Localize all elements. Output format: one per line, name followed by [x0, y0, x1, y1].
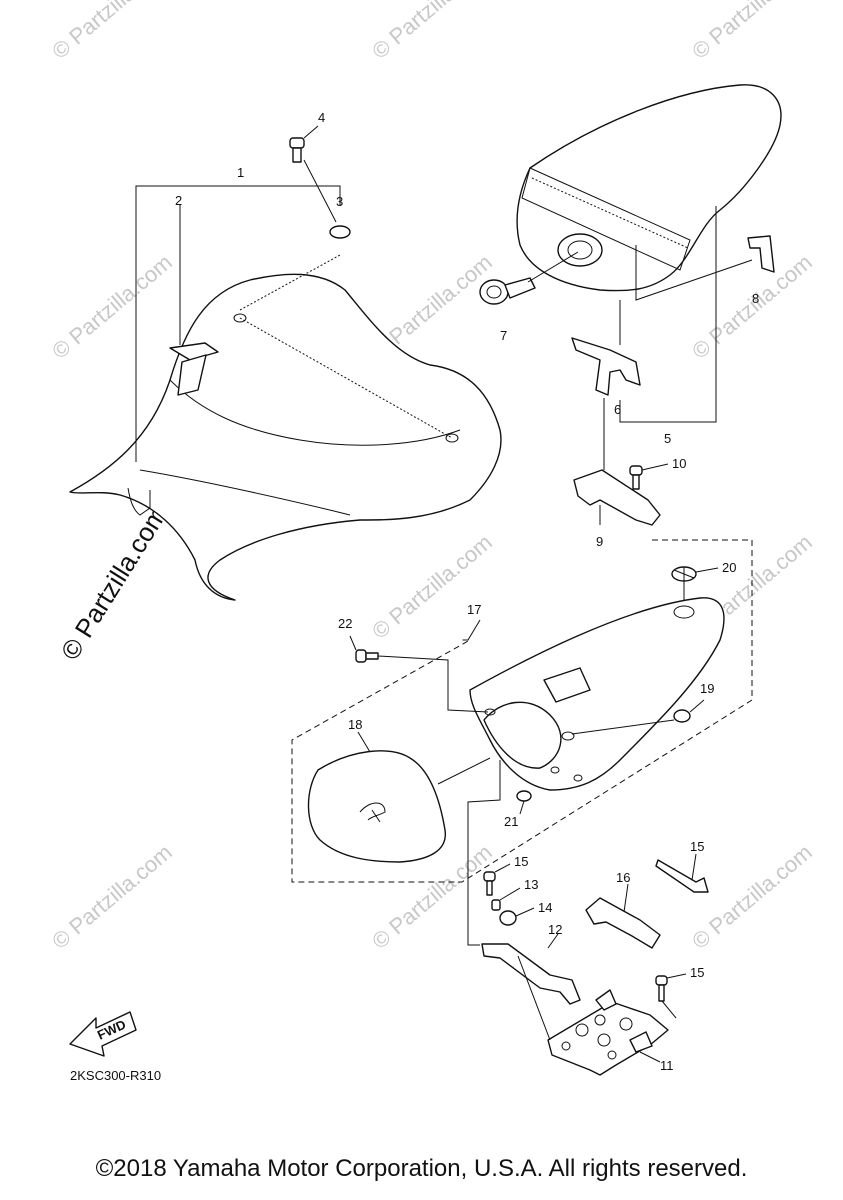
- tail-pad-part-19: [307, 750, 491, 863]
- callout-3: 3: [336, 194, 343, 209]
- bolt-part-23: [349, 635, 489, 713]
- callout-19: 18: [348, 717, 362, 732]
- callout-2: 2: [175, 193, 182, 208]
- damper-part-14: [499, 910, 517, 926]
- callout-14: 14: [538, 900, 552, 915]
- plate-part-11: [517, 955, 669, 1076]
- cable-tie-part-16: [655, 853, 709, 893]
- callout-13: 13: [524, 877, 538, 892]
- callout-20: 19: [700, 681, 714, 696]
- watermark: © Partzilla.com: [367, 529, 497, 643]
- nut-part-22: [516, 790, 532, 815]
- callout-5: 5: [664, 431, 671, 446]
- fwd-arrow-icon: FWD: [69, 1011, 137, 1057]
- bolt-part-15-lower: [655, 973, 687, 1019]
- bracket-part-9: [573, 398, 661, 526]
- callout-7: 7: [500, 328, 507, 343]
- callout-11: 11: [660, 1058, 674, 1073]
- bolt-part-10: [629, 463, 669, 490]
- hook-part-6: [571, 300, 641, 396]
- stay-part-12: [481, 933, 581, 1005]
- callout-15-lower: 15: [690, 965, 704, 980]
- leader-lower-bracket: [467, 760, 501, 946]
- callout-9: 9: [596, 534, 603, 549]
- bracket-part-1: [135, 185, 341, 462]
- callout-1: 1: [237, 165, 244, 180]
- parts-diagram: © Partzilla.com © Partzilla.com © Partzi…: [47, 0, 817, 1083]
- watermark: © Partzilla.com: [47, 0, 177, 64]
- callout-23: 22: [338, 616, 352, 631]
- nut-part-20: [571, 699, 705, 735]
- watermark: © Partzilla.com: [687, 839, 817, 953]
- watermark-large: © Partzilla.com: [55, 501, 173, 665]
- copyright-notice: ©2018 Yamaha Motor Corporation, U.S.A. A…: [95, 1155, 748, 1182]
- callout-22: 21: [504, 814, 518, 829]
- key-lock-part-7: [479, 251, 579, 305]
- clamp-part-17: [585, 883, 661, 949]
- assembly-box-part-18: [291, 539, 753, 883]
- grommet-part-3: [329, 225, 351, 239]
- watermark: © Partzilla.com: [687, 249, 817, 363]
- callout-10: 10: [672, 456, 686, 471]
- collar-part-13: [491, 899, 501, 911]
- bolt-part-15-upper: [483, 863, 511, 896]
- callout-15-upper: 15: [514, 854, 528, 869]
- bracket-part-5: [619, 206, 717, 423]
- callout-16: 15: [690, 839, 704, 854]
- callout-21: 20: [722, 560, 736, 575]
- watermark: © Partzilla.com: [687, 0, 817, 64]
- callout-12: 12: [548, 922, 562, 937]
- bolt-part-4: [289, 125, 337, 223]
- watermark: © Partzilla.com: [47, 249, 177, 363]
- callout-8: 8: [752, 291, 759, 306]
- front-seat: [69, 254, 502, 601]
- rear-cowl: [469, 597, 725, 791]
- diagram-code: 2KSC300-R310: [70, 1068, 161, 1083]
- callout-6: 6: [614, 402, 621, 417]
- watermark: © Partzilla.com: [47, 839, 177, 953]
- callout-17: 16: [616, 870, 630, 885]
- callout-4: 4: [318, 110, 325, 125]
- rear-seat: [516, 84, 782, 292]
- clip-part-8: [635, 235, 775, 301]
- watermark: © Partzilla.com: [367, 0, 497, 64]
- callout-18: 17: [467, 602, 481, 617]
